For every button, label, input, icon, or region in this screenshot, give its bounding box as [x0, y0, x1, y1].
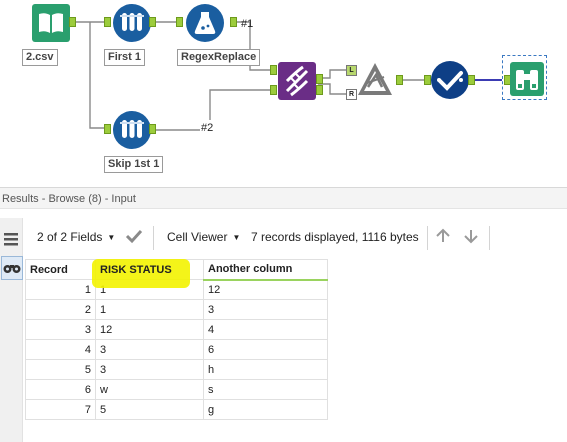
input-anchor[interactable]	[104, 17, 111, 27]
output-anchor[interactable]	[316, 85, 323, 95]
cell-viewer-dropdown[interactable]: Cell Viewer ▼	[167, 230, 240, 244]
flask-icon	[186, 4, 224, 42]
input-anchor[interactable]	[424, 75, 431, 85]
record-cell: 4	[25, 339, 96, 360]
tool-label-first: First 1	[104, 49, 146, 66]
results-toolbar: 2 of 2 Fields ▼ Cell Viewer ▼ 7 records di…	[24, 224, 567, 252]
record-cell: 7	[25, 399, 96, 420]
toolbar-divider	[153, 226, 154, 250]
results-window-title: Results - Browse (8) - Input	[0, 187, 567, 209]
dna-icon	[278, 62, 316, 100]
tool-label-skip: Skip 1st 1	[104, 156, 164, 173]
binoculars-icon[interactable]	[1, 256, 23, 280]
output-anchor[interactable]	[149, 17, 156, 27]
column-header-record[interactable]: Record	[25, 259, 96, 280]
wire-skip-join	[209, 89, 270, 120]
cell[interactable]: w	[95, 379, 204, 400]
records-summary: 7 records displayed, 1116 bytes	[251, 230, 419, 244]
cell[interactable]: 1	[95, 299, 204, 320]
cell[interactable]: h	[203, 359, 328, 380]
input-anchor[interactable]	[270, 65, 277, 75]
cell[interactable]: 6	[203, 339, 328, 360]
chevron-down-icon: ▼	[107, 233, 116, 242]
formula-tool[interactable]	[356, 61, 394, 99]
browse-selection-box	[502, 55, 547, 100]
wire-join-formula-right	[318, 83, 346, 95]
check-icon	[431, 61, 469, 99]
join-right-tag: R	[346, 89, 357, 100]
cell[interactable]: 12	[95, 319, 204, 340]
test-tubes-icon	[113, 4, 151, 42]
column-header-another-column[interactable]: Another column	[203, 259, 328, 281]
record-cell: 3	[25, 319, 96, 340]
highlight-mark	[92, 259, 190, 288]
output-anchor[interactable]	[316, 74, 323, 84]
output-anchor[interactable]	[230, 17, 237, 27]
record-cell: 1	[25, 279, 96, 300]
toolbar-divider	[489, 226, 490, 250]
regex-replace-tool[interactable]	[186, 4, 224, 42]
sample-skip-tool[interactable]	[113, 111, 151, 149]
wire-regex-join	[235, 21, 270, 71]
cell[interactable]: 4	[203, 319, 328, 340]
connection-label-2: #2	[201, 122, 214, 134]
wire-input-skip	[89, 22, 104, 129]
book-icon	[32, 4, 70, 42]
tool-label-input: 2.csv	[22, 49, 58, 66]
binoculars-icon	[510, 62, 544, 96]
record-cell: 2	[25, 299, 96, 320]
join-left-tag: L	[346, 65, 357, 76]
cell[interactable]: 3	[203, 299, 328, 320]
test-tubes-icon	[113, 111, 151, 149]
connection-wires	[69, 21, 502, 131]
cell[interactable]: s	[203, 379, 328, 400]
select-tool[interactable]	[431, 61, 469, 99]
input-anchor[interactable]	[176, 17, 183, 27]
results-side-rail	[0, 218, 23, 442]
toolbar-divider	[427, 226, 428, 250]
input-data-tool[interactable]	[32, 4, 70, 42]
cell[interactable]: g	[203, 399, 328, 420]
browse-tool[interactable]	[510, 62, 544, 96]
cell[interactable]: 3	[95, 359, 204, 380]
column-header-risk-status-label: RISK STATUS	[100, 263, 172, 276]
arrow-down-icon[interactable]	[463, 228, 479, 247]
input-anchor[interactable]	[270, 85, 277, 95]
checkmark-icon[interactable]	[125, 228, 143, 247]
output-anchor[interactable]	[149, 124, 156, 134]
cell-viewer-label: Cell Viewer	[167, 230, 228, 244]
input-anchor[interactable]	[104, 124, 111, 134]
list-view-icon[interactable]	[1, 228, 21, 250]
chevron-down-icon: ▼	[232, 233, 241, 242]
workflow-canvas[interactable]: 2.csv First 1 #1 RegexReplace	[0, 0, 567, 187]
record-cell: 5	[25, 359, 96, 380]
record-cell: 6	[25, 379, 96, 400]
column-header-risk-status[interactable]: RISK STATUS	[92, 259, 204, 288]
cell[interactable]: 12	[203, 279, 328, 300]
tool-label-regex: RegexReplace	[177, 49, 261, 66]
output-anchor[interactable]	[468, 75, 475, 85]
connection-label-1: #1	[241, 18, 254, 30]
cell[interactable]: 5	[95, 399, 204, 420]
output-anchor[interactable]	[69, 17, 76, 27]
wire-join-formula-left	[318, 69, 346, 79]
cell[interactable]: 3	[95, 339, 204, 360]
output-anchor[interactable]	[396, 75, 403, 85]
fields-dropdown-label: 2 of 2 Fields	[37, 230, 103, 244]
sample-first-tool[interactable]	[113, 4, 151, 42]
fields-dropdown[interactable]: 2 of 2 Fields ▼	[37, 230, 115, 244]
formula-icon	[358, 63, 392, 95]
join-tool[interactable]	[278, 62, 316, 100]
arrow-up-icon[interactable]	[435, 228, 451, 247]
